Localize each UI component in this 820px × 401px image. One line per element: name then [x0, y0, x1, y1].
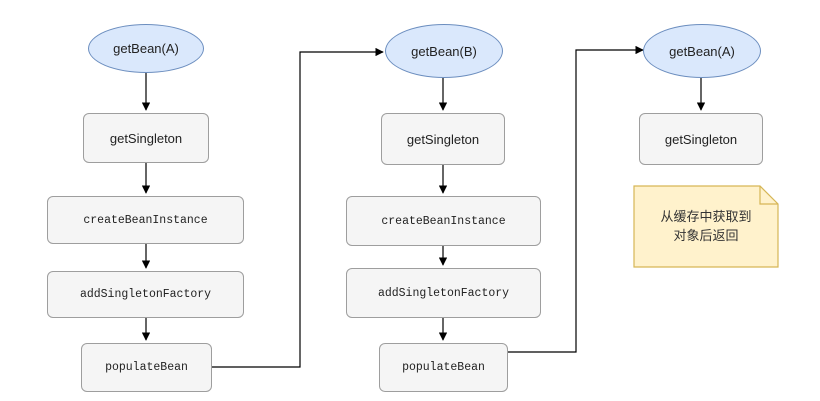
getbean-b-start-node[interactable]: getBean(B): [385, 24, 503, 78]
getsingleton-a-node[interactable]: getSingleton: [83, 113, 209, 163]
getbean-a-start-node[interactable]: getBean(A): [88, 24, 204, 73]
addsingletonfactory-b-node[interactable]: addSingletonFactory: [346, 268, 541, 318]
note-shape: [633, 185, 779, 268]
note-line-1: 从缓存中获取到: [660, 210, 752, 225]
createbeaninstance-a-node[interactable]: createBeanInstance: [47, 196, 244, 244]
getsingleton-a-repeat-node[interactable]: getSingleton: [639, 113, 763, 165]
edge-populate-a-to-getbean-b: [212, 47, 384, 368]
populatebean-b-node[interactable]: populateBean: [379, 343, 508, 392]
edge-populate-b-to-getbean-a: [508, 45, 644, 353]
cache-return-note: 从缓存中获取到 对象后返回: [634, 208, 778, 246]
note-line-2: 对象后返回: [673, 229, 739, 244]
addsingletonfactory-a-node[interactable]: addSingletonFactory: [47, 271, 244, 318]
createbeaninstance-b-node[interactable]: createBeanInstance: [346, 196, 541, 246]
getsingleton-b-node[interactable]: getSingleton: [381, 113, 505, 165]
note-fold: [759, 186, 778, 205]
getbean-a-repeat-node[interactable]: getBean(A): [643, 24, 761, 78]
populatebean-a-node[interactable]: populateBean: [81, 343, 212, 392]
